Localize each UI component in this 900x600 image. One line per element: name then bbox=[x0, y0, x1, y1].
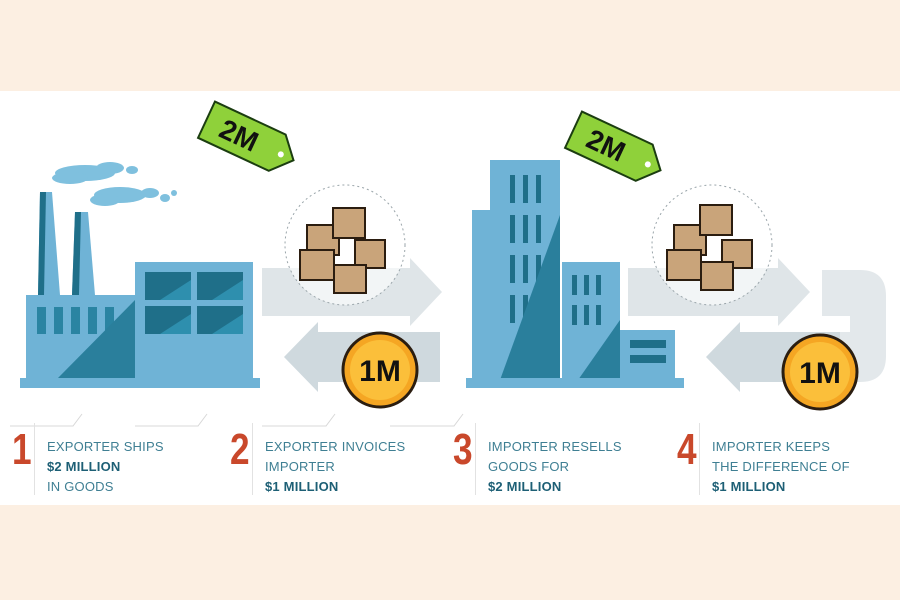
smoke-cloud-icon bbox=[52, 162, 177, 206]
step-text: IMPORTER bbox=[265, 459, 335, 474]
step-amount: $1 MILLION bbox=[265, 479, 339, 494]
coin-2: 1M bbox=[781, 333, 859, 411]
price-tag-1: 2M bbox=[196, 100, 295, 172]
office-building-icon bbox=[466, 160, 684, 388]
price-tag-2: 2M bbox=[563, 110, 662, 182]
step-text: EXPORTER SHIPS bbox=[47, 439, 164, 454]
step-number: 3 bbox=[453, 425, 473, 474]
factory-icon bbox=[20, 162, 260, 388]
coin-label: 1M bbox=[359, 355, 401, 388]
step-leader-lines bbox=[10, 413, 464, 427]
step-number: 2 bbox=[230, 425, 250, 474]
step-amount: $1 MILLION bbox=[712, 479, 786, 494]
step-amount: $2 MILLION bbox=[488, 479, 562, 494]
step-text: EXPORTER INVOICES bbox=[265, 439, 406, 454]
step-amount: $2 MILLION bbox=[47, 459, 121, 474]
goods-boxes-icon-2 bbox=[651, 184, 773, 306]
return-connector bbox=[822, 270, 886, 382]
step-text: IMPORTER RESELLS bbox=[488, 439, 622, 454]
coin-1: 1M bbox=[341, 331, 419, 409]
goods-boxes-icon-1 bbox=[284, 184, 406, 306]
step-text: THE DIFFERENCE OF bbox=[712, 459, 850, 474]
step-text: GOODS FOR bbox=[488, 459, 570, 474]
step-number: 4 bbox=[677, 425, 697, 474]
step-text: IMPORTER KEEPS bbox=[712, 439, 831, 454]
coin-label: 1M bbox=[799, 357, 841, 390]
step-text: IN GOODS bbox=[47, 479, 114, 494]
step-number: 1 bbox=[12, 425, 32, 474]
